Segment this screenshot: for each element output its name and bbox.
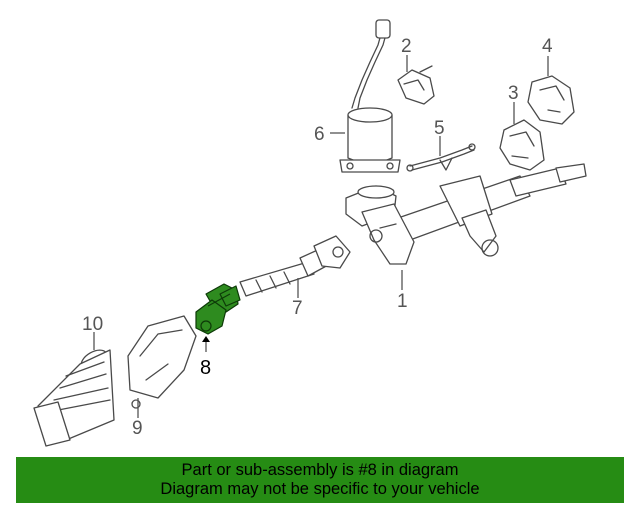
callout-8: 8 [200, 357, 211, 379]
part-8-universal-joint[interactable] [195, 283, 241, 335]
part-2-sensor[interactable] [397, 65, 435, 105]
callout-7: 7 [292, 298, 303, 319]
callout-1: 1 [397, 291, 408, 312]
callout-6: 6 [314, 124, 325, 145]
part-5-harness[interactable] [406, 143, 476, 172]
part-6-motor[interactable] [339, 19, 401, 173]
banner-line-1: Part or sub-assembly is #8 in diagram [181, 461, 459, 479]
part-1-steering-column[interactable] [345, 163, 587, 265]
callout-9: 9 [132, 418, 143, 439]
callout-3: 3 [508, 83, 519, 104]
banner-line-2: Diagram may not be specific to your vehi… [160, 480, 480, 498]
callout-4: 4 [542, 36, 553, 57]
part-3-switch[interactable] [499, 119, 545, 171]
part-7-intermediate-shaft[interactable] [239, 235, 351, 297]
callout-8-arrow [202, 336, 210, 342]
parts-diagram: 6 2 4 3 5 [33, 19, 587, 447]
part-4-switch[interactable] [527, 75, 575, 125]
callout-10: 10 [82, 314, 103, 335]
callout-5: 5 [434, 118, 445, 139]
part-10-boot[interactable] [33, 346, 115, 447]
part-9-cover[interactable] [127, 315, 197, 409]
info-banner: Part or sub-assembly is #8 in diagram Di… [16, 457, 624, 503]
callout-2: 2 [401, 36, 412, 57]
